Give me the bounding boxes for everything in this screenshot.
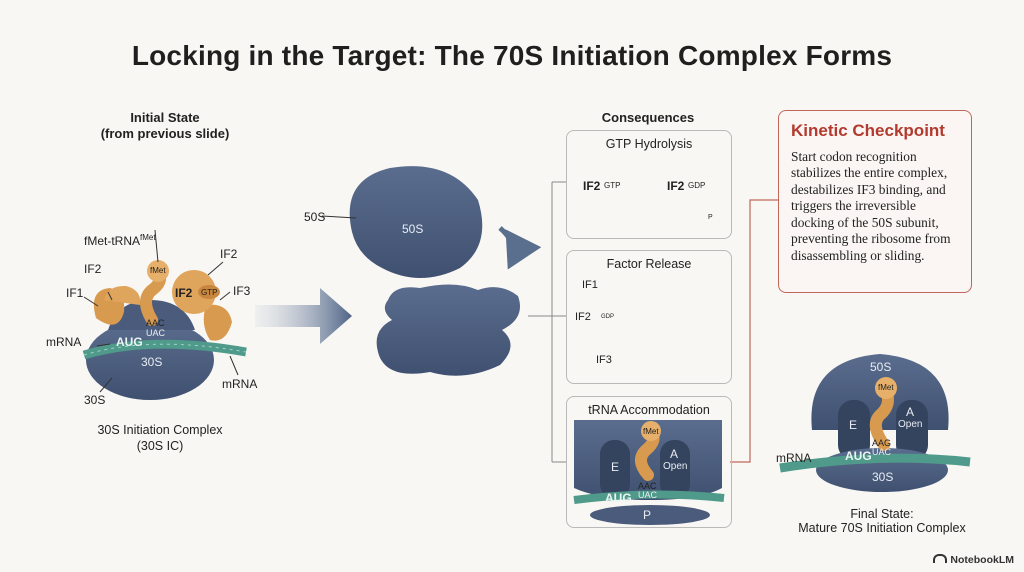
trna-accommodation-graphic [573, 420, 725, 525]
gtp-panel-if2-b: IF2 [667, 179, 685, 193]
gtp-hydrolysis-panel: GTP Hydrolysis [566, 130, 732, 239]
gtp-panel-if2-a: IF2 [583, 179, 601, 193]
final-aag: AAG [872, 438, 892, 448]
30s-ic-caption: 30S Initiation Complex [97, 423, 223, 437]
gtp-panel-gtp: GTP [604, 181, 621, 190]
notebooklm-logo-icon [933, 554, 948, 563]
release-if3: IF3 [596, 354, 612, 366]
if3-label: IF3 [233, 284, 251, 298]
transition-arrow [255, 288, 352, 344]
final-aug: AUG [845, 449, 872, 463]
accom-aug: AUG [605, 491, 632, 505]
if2-gtp-shape [172, 270, 216, 314]
if3-shape [203, 304, 232, 341]
gtp-panel-phosphate: P [708, 214, 713, 221]
docking-subunits [321, 166, 542, 376]
30s-ic-caption-abbrev: (30S IC) [136, 439, 184, 453]
if2-gtp-label: GTP [201, 288, 218, 297]
mrna-right-label: mRNA [222, 377, 258, 391]
initial-state-heading: Initial State [130, 110, 200, 125]
accom-uac: UAC [638, 490, 658, 500]
final-mrna-label: mRNA [776, 451, 812, 465]
final-open: Open [898, 419, 923, 430]
final-state-caption-detail: Mature 70S Initiation Complex [798, 521, 966, 535]
accom-e-site: E [611, 460, 620, 474]
kinetic-checkpoint-box: Kinetic Checkpoint Start codon recogniti… [778, 110, 972, 293]
trna-accommodation-title: tRNA Accommodation [588, 403, 710, 417]
fmet-trna-label: fMet-tRNAfMet [84, 233, 156, 248]
initial-30s-complex [82, 229, 247, 400]
notebooklm-brand: NotebookLM [933, 554, 1014, 566]
accom-fmet: fMet [643, 427, 659, 436]
final-a-site: A [906, 405, 915, 419]
release-if1: IF1 [582, 279, 598, 291]
initial-state-subheading: (from previous slide) [100, 126, 230, 141]
release-if2: IF2 [575, 311, 591, 323]
factor-release-title: Factor Release [606, 257, 692, 271]
30s-subunit-shape-middle [376, 284, 520, 376]
accom-open: Open [663, 461, 688, 472]
if2-gtp-if-label: IF2 [175, 286, 193, 300]
uac-label: UAC [146, 328, 166, 338]
30s-pointer-label: 30S [84, 393, 106, 407]
if1-label: IF1 [66, 286, 84, 300]
30s-subunit-shape [86, 320, 214, 400]
final-70s-complex [779, 354, 971, 492]
accom-p-site: P [643, 508, 652, 522]
if2-left-label: IF2 [84, 262, 102, 276]
aug-label: AUG [116, 335, 143, 349]
50s-subunit-shape [349, 166, 483, 278]
final-e-site: E [849, 418, 858, 432]
final-state-caption: Final State: [850, 507, 914, 521]
checkpoint-connector [730, 199, 778, 463]
page-title: Locking in the Target: The 70S Initiatio… [131, 40, 893, 71]
if2-right-label: IF2 [220, 247, 238, 261]
50s-outside-label: 50S [304, 210, 326, 224]
gtp-hydrolysis-title: GTP Hydrolysis [605, 137, 693, 151]
final-fmet: fMet [878, 383, 894, 392]
accom-aac: AAC [638, 481, 657, 491]
final-30s-label: 30S [872, 470, 894, 484]
50s-inside-label: 50S [402, 222, 424, 236]
mrna-left-label: mRNA [46, 335, 82, 349]
kinetic-checkpoint-text: Start codon recognition stabilizes the e… [791, 149, 951, 263]
release-gdp: GDP [601, 314, 615, 320]
consequences-heading: Consequences [601, 110, 695, 125]
final-uac: UAC [872, 447, 892, 457]
fmet-ball-label: fMet [150, 266, 166, 275]
accom-a-site: A [670, 447, 679, 461]
trna-accommodation-panel: tRNA Accommodation [566, 396, 732, 528]
consequences-bracket [528, 181, 566, 463]
30s-body-label: 30S [141, 355, 163, 369]
if2-left-shape [104, 285, 141, 305]
kinetic-checkpoint-title: Kinetic Checkpoint [791, 121, 945, 140]
factor-release-panel: Factor Release [566, 250, 732, 384]
aac-label: AAC [146, 318, 165, 328]
final-50s-label: 50S [870, 360, 892, 374]
gtp-panel-gdp: GDP [688, 181, 706, 190]
fmet-ball [147, 260, 169, 282]
